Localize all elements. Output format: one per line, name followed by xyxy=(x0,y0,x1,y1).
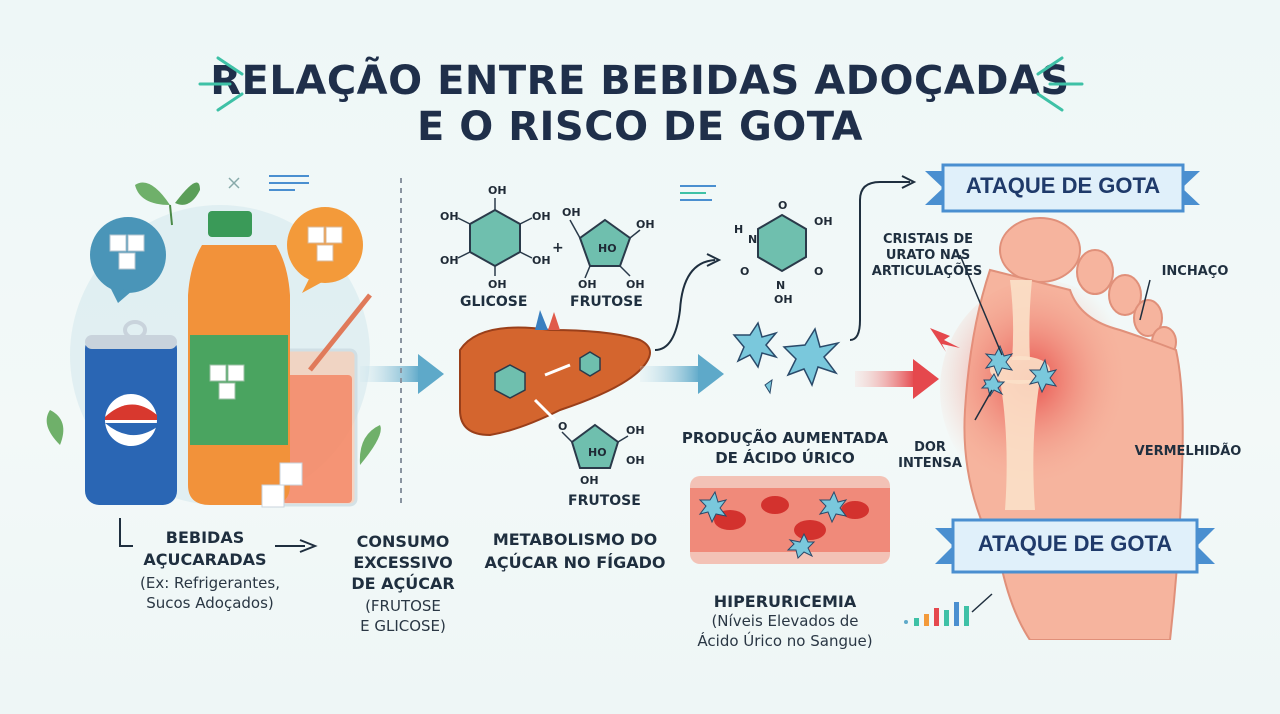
fructose-label-2: FRUTOSE xyxy=(568,493,641,509)
svg-text:OH: OH xyxy=(814,215,833,228)
svg-text:OH: OH xyxy=(774,293,793,306)
soda-bottle xyxy=(188,211,290,505)
uric-title-1: PRODUÇÃO AUMENTADA xyxy=(681,429,889,447)
dotted-divider xyxy=(400,178,402,508)
svg-text:O: O xyxy=(558,420,567,433)
pain-label-2: INTENSA xyxy=(898,456,962,471)
consumption-title-2: EXCESSIVO xyxy=(353,553,453,572)
hyper-sub-2: Ácido Úrico no Sangue) xyxy=(697,632,873,650)
consumption-sub-2: E GLICOSE) xyxy=(360,617,446,635)
glucose-label: GLICOSE xyxy=(460,294,527,310)
svg-text:OH: OH xyxy=(578,278,597,291)
consumption-title-3: DE AÇÚCAR xyxy=(351,574,455,593)
svg-text:O: O xyxy=(740,265,749,278)
sugary-drinks-illustration xyxy=(46,182,381,508)
sparkle-lines-right-icon xyxy=(1036,56,1084,112)
svg-text:OH: OH xyxy=(440,210,459,223)
hyper-sub-1: (Níveis Elevados de xyxy=(711,612,859,630)
liver-icon xyxy=(459,310,651,437)
liver-metabolism-illustration: OH OH OH OH OH OH GLICOSE + OH OH HO OH … xyxy=(440,184,655,509)
metabolism-title-2: AÇÚCAR NO FÍGADO xyxy=(484,553,666,572)
banner-top-shape xyxy=(925,163,1200,213)
blood-vessel-illustration xyxy=(690,476,890,564)
svg-text:HO: HO xyxy=(598,242,617,255)
soda-can xyxy=(85,320,177,505)
svg-text:OH: OH xyxy=(532,254,551,267)
consumption-title-1: CONSUMO xyxy=(356,532,450,551)
arrow-up-to-banner-icon xyxy=(850,175,917,341)
banner-bottom-label: ATAQUE DE GOTA xyxy=(977,531,1173,556)
crystals-label-2: URATO NAS xyxy=(885,248,971,263)
drinks-title-2: AÇUCARADAS xyxy=(143,550,267,569)
banner-bottom-shape xyxy=(935,518,1215,574)
glucose-molecule-icon: OH OH OH OH OH OH xyxy=(440,184,551,291)
svg-text:OH: OH xyxy=(626,424,645,437)
svg-text:N: N xyxy=(748,233,757,246)
metabolism-title-1: METABOLISMO DO xyxy=(492,530,658,549)
arrow-right-2-icon xyxy=(640,354,724,394)
crystals-label-1: CRISTAIS DE xyxy=(882,232,974,247)
uric-acid-molecule-icon: H N N O OH O O OH xyxy=(734,199,833,306)
urate-crystal-icon xyxy=(732,321,841,395)
joint-crystals-icon xyxy=(980,344,1058,398)
banner-top-label: ATAQUE DE GOTA xyxy=(965,173,1161,198)
decorative-bars-icon xyxy=(904,593,993,626)
uric-title-2: DE ÁCIDO ÚRICO xyxy=(715,449,855,467)
svg-text:OH: OH xyxy=(488,278,507,291)
svg-text:OH: OH xyxy=(488,184,507,197)
svg-text:OH: OH xyxy=(626,278,645,291)
curve-arrow-up-icon xyxy=(655,253,722,351)
svg-text:HO: HO xyxy=(588,446,607,459)
sugar-cube-bubble-left xyxy=(90,217,166,303)
sugar-cube-bubble-right xyxy=(287,207,363,293)
svg-text:OH: OH xyxy=(636,218,655,231)
page-title-line2: E O RISCO DE GOTA xyxy=(417,104,863,150)
svg-text:O: O xyxy=(814,265,823,278)
svg-text:OH: OH xyxy=(626,454,645,467)
svg-text:H: H xyxy=(734,223,743,236)
svg-text:OH: OH xyxy=(440,254,459,267)
svg-text:OH: OH xyxy=(532,210,551,223)
uric-acid-illustration: H N N O OH O O OH xyxy=(732,199,841,395)
fructose-label: FRUTOSE xyxy=(570,294,643,310)
consumption-sub-1: (FRUTOSE xyxy=(365,597,441,615)
arrow-right-red-icon xyxy=(855,359,939,399)
drinks-title-1: BEBIDAS xyxy=(165,528,245,547)
drinks-sub-1: (Ex: Refrigerantes, xyxy=(140,574,280,592)
decorative-lines-2-icon xyxy=(680,185,716,201)
sparkle-lines-left-icon xyxy=(198,56,244,112)
fructose-molecule-icon: OH OH HO OH OH xyxy=(562,206,655,291)
drinks-sub-2: Sucos Adoçados) xyxy=(146,594,274,612)
arrow-right-1-icon xyxy=(360,354,444,394)
svg-text:OH: OH xyxy=(562,206,581,219)
hyper-title: HIPERURICEMIA xyxy=(713,592,857,611)
decorative-lines-icon xyxy=(228,175,309,191)
leaf-icon xyxy=(135,182,200,226)
svg-text:O: O xyxy=(778,199,787,212)
svg-text:N: N xyxy=(776,279,785,292)
pain-label-1: DOR xyxy=(914,440,946,455)
page-title-line1: RELAÇÃO ENTRE BEBIDAS ADOÇADAS xyxy=(210,58,1070,104)
swelling-label: INCHAÇO xyxy=(1161,264,1229,279)
plus-sign: + xyxy=(552,240,564,256)
connector-arrow-icon xyxy=(119,518,318,553)
fructose-molecule-bottom-icon: O OH HO OH OH xyxy=(558,420,645,487)
crystals-label-3: ARTICULAÇÕES xyxy=(871,264,983,279)
svg-text:OH: OH xyxy=(580,474,599,487)
redness-label: VERMELHIDÃO xyxy=(1134,444,1242,459)
